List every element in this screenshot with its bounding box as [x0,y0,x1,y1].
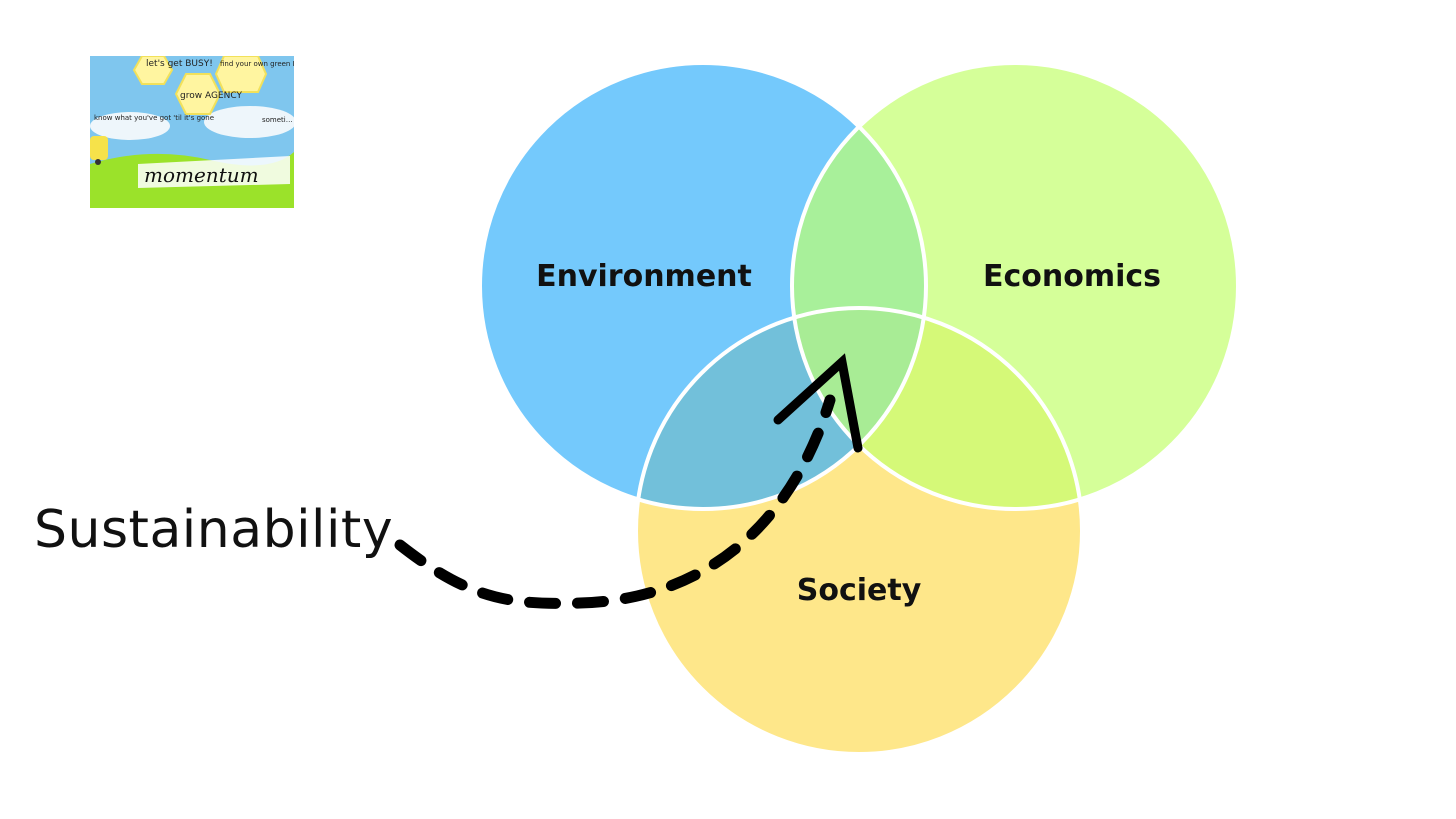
label-society: Society [797,573,922,608]
label-environment: Environment [536,259,752,294]
thumb-cloud [204,106,294,138]
thumb-hexagon [132,56,174,85]
thumb-text: grow AGENCY [180,91,242,101]
label-economics: Economics [983,259,1161,294]
thumb-text: know what you've got 'til it's gone [94,114,214,122]
overlap-environment-society [636,308,926,509]
thumb-text: let's get BUSY! [146,59,213,69]
label-sustainability: Sustainability [34,500,394,560]
outline-society [634,306,1084,756]
thumb-text: someti… so s… [262,116,294,124]
thumb-hexagon [214,56,268,93]
thumb-text: find your own green PURPOSE [220,60,294,68]
momentum-illustration-thumbnail: let's get BUSY! grow AGENCY find your ow… [90,56,294,208]
thumb-bus [90,136,108,160]
venn-fills [480,63,1238,754]
thumb-text: momentum [144,163,259,187]
thumb-hexagon [174,73,222,115]
outline-environment [478,61,928,511]
outline-economics [790,61,1240,511]
thumb-cloud [90,112,170,140]
arrow-head-icon [773,353,863,453]
momentum-illustration: let's get BUSY! grow AGENCY find your ow… [90,56,294,208]
thumb-bus-wheel [95,159,101,165]
thumb-banner [138,156,290,188]
venn-outlines [478,61,1240,756]
overlap-economics-society [792,308,1082,509]
dashed-arrow-path [394,394,836,609]
